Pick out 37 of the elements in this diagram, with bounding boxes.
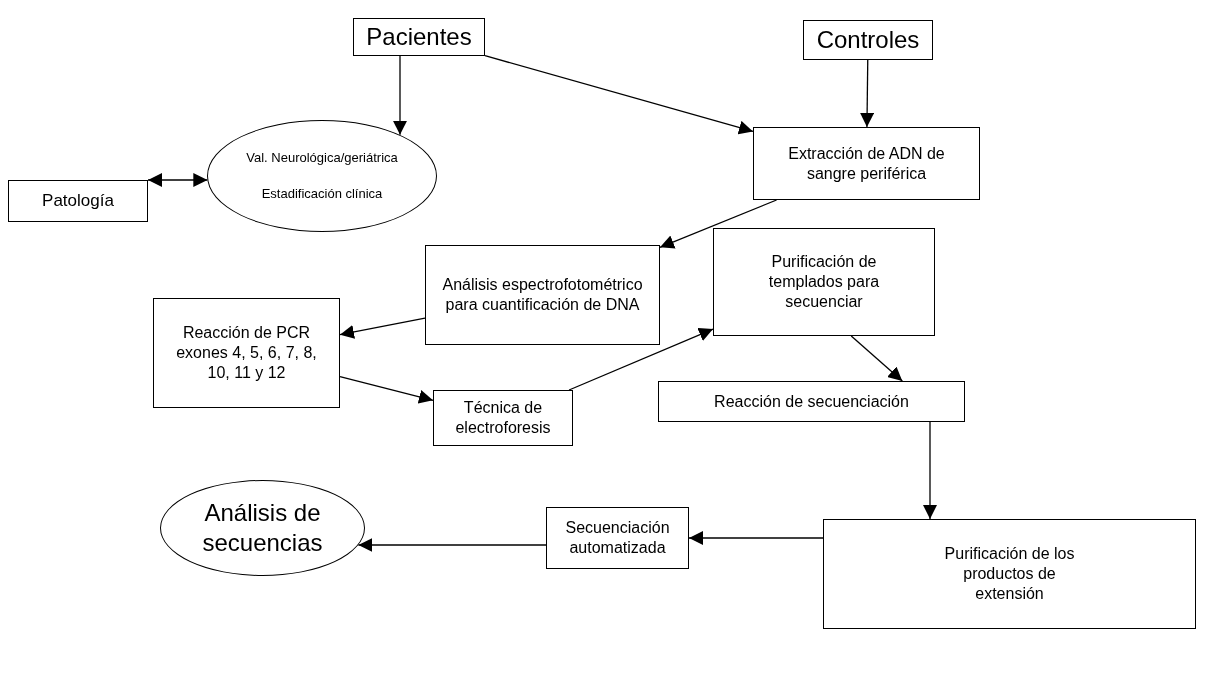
node-text: Pacientes — [366, 22, 472, 52]
node-text: Secuenciación automatizada — [564, 518, 671, 558]
node-text: Análisis espectrofotométrico para cuantificación de DNA — [441, 275, 644, 315]
arrow — [923, 421, 937, 520]
arrow — [393, 55, 407, 136]
node-text: Purificación de templados para secuenciar — [767, 252, 881, 312]
arrow — [860, 59, 875, 128]
process-box — [546, 507, 689, 569]
node-text: Reacción de secuenciación — [714, 391, 909, 412]
arrow — [147, 173, 208, 187]
process-box — [425, 245, 660, 345]
arrow — [339, 376, 434, 404]
node-text: Purificación de los productos de extensión — [943, 544, 1076, 604]
node-text: Extracción de ADN de sangre periférica — [787, 143, 946, 184]
process-box — [713, 228, 935, 336]
process-box — [803, 20, 933, 60]
arrow — [659, 199, 778, 249]
arrow — [850, 335, 903, 382]
process-box — [823, 519, 1196, 629]
node-text: Reacción de PCR exones 4, 5, 6, 7, 8, 10, 11 y 12 — [175, 323, 318, 383]
node-text: Técnica de electroforesis — [454, 398, 552, 438]
arrow — [568, 328, 714, 391]
process-box — [8, 180, 148, 222]
process-box — [153, 298, 340, 408]
node-text: Val. Neurológica/geriátrica — [246, 149, 398, 166]
node-text: Controles — [816, 25, 920, 55]
node-text: Estadificación clínica — [261, 186, 383, 203]
node-text: Análisis de secuencias — [201, 498, 324, 558]
process-box — [658, 381, 965, 422]
arrow — [484, 55, 754, 135]
process-box — [753, 127, 980, 200]
process-box — [353, 18, 485, 56]
process-box — [433, 390, 573, 446]
node-text: Patología — [42, 190, 114, 212]
arrow — [339, 317, 426, 339]
arrow — [688, 531, 824, 545]
arrow — [357, 538, 547, 552]
